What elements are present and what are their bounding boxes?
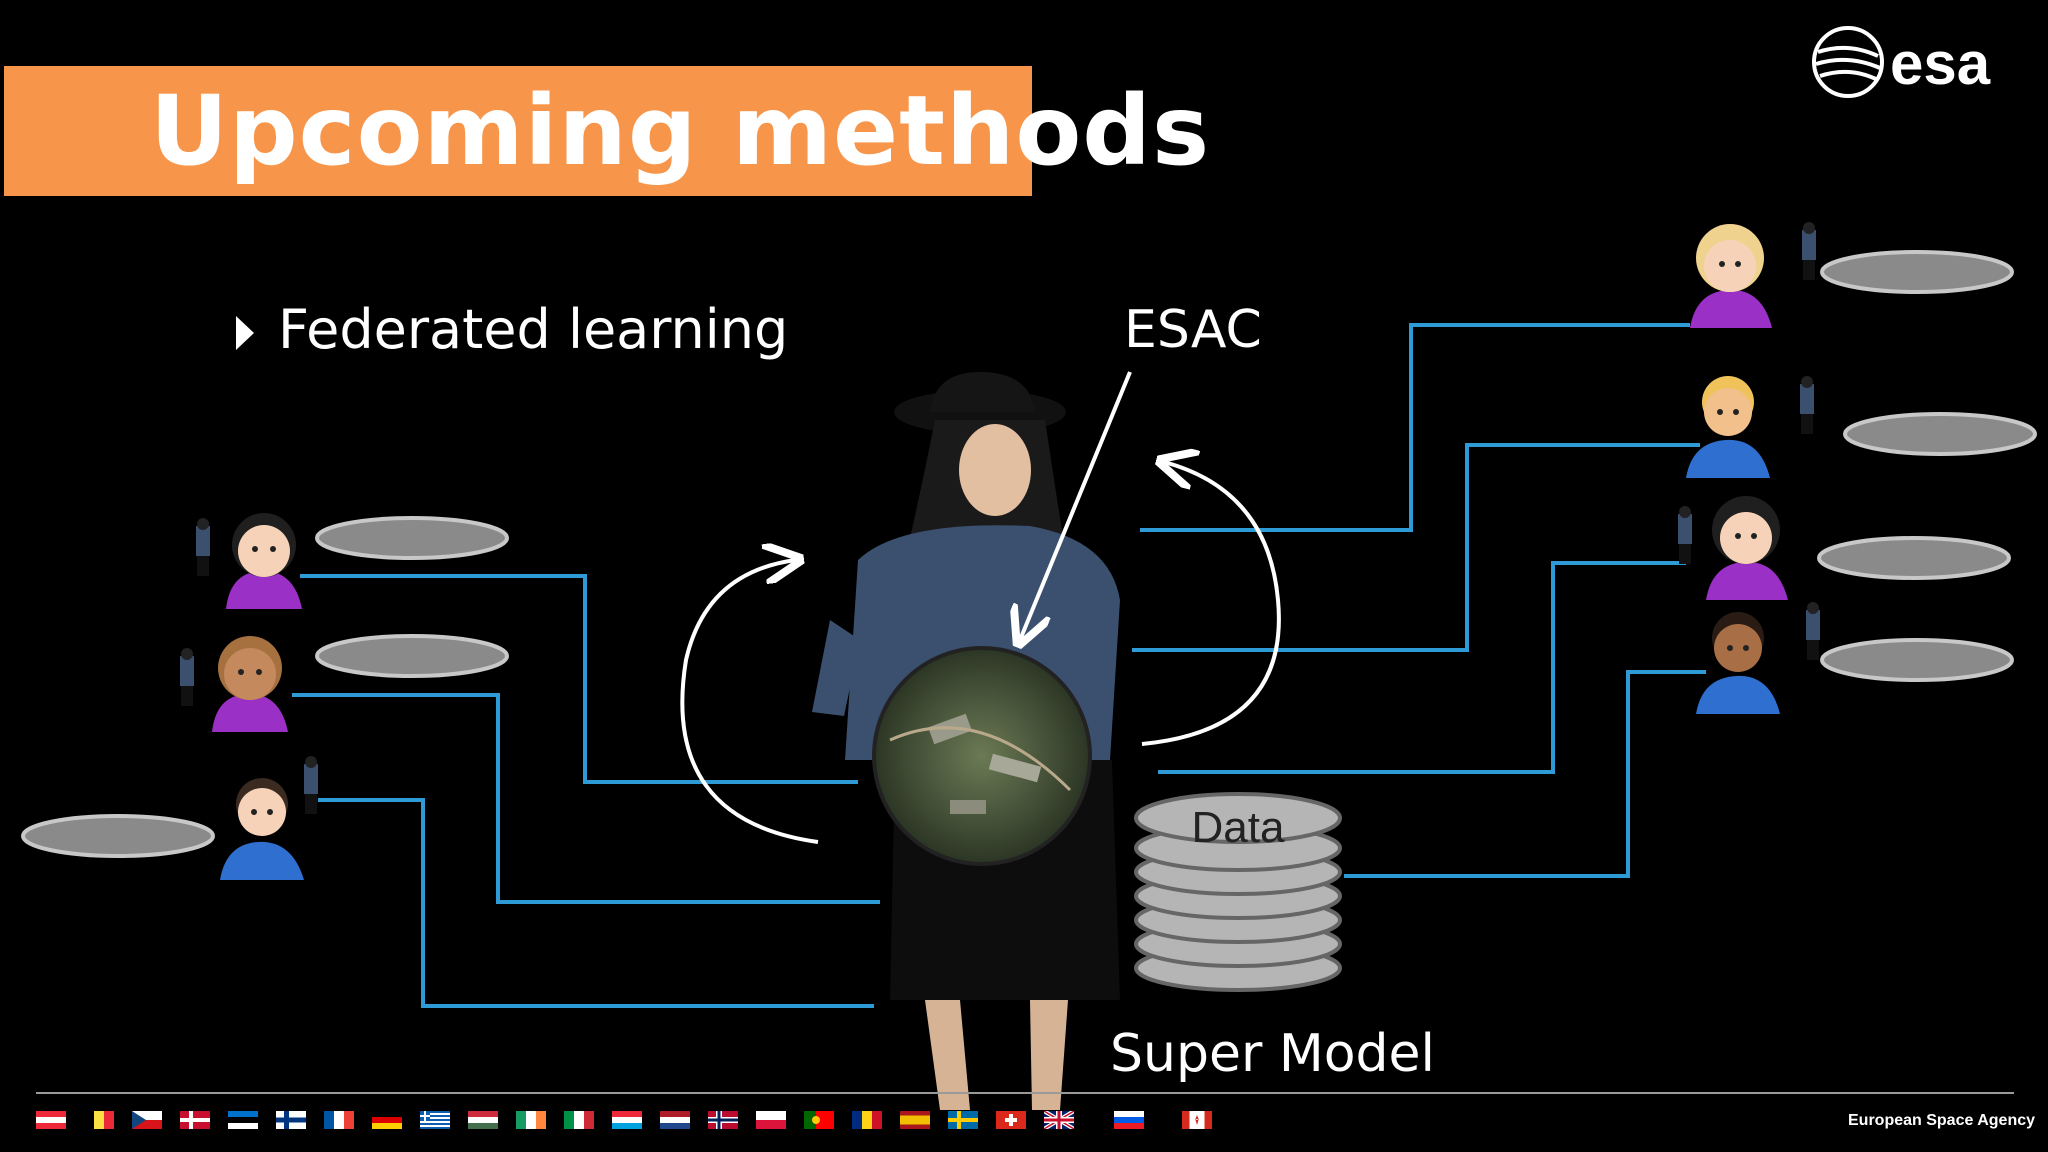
flag-france-icon — [324, 1111, 354, 1129]
data-label: Data — [1192, 803, 1285, 852]
footer-agency-name: European Space Agency — [1848, 1112, 2036, 1129]
footer-divider — [36, 1092, 2014, 1094]
member-state-flags — [36, 1111, 1212, 1129]
flag-romania-icon — [852, 1111, 882, 1129]
flag-spain-icon — [900, 1111, 930, 1129]
flag-netherlands-icon — [660, 1111, 690, 1129]
flag-luxembourg-icon — [612, 1111, 642, 1129]
flag-slovenia-icon — [1114, 1111, 1144, 1129]
flag-italy-icon — [564, 1111, 594, 1129]
connector-line-left-3 — [318, 798, 874, 1008]
connector-lines — [292, 323, 1706, 1008]
gray-oval — [21, 814, 215, 858]
curved-arrow-right-icon — [1141, 462, 1281, 746]
esa-logo-text: esa — [1890, 30, 1991, 97]
mini-figure-icon — [1802, 222, 1816, 280]
bullet-text: Federated learning — [278, 298, 789, 361]
connector-line-right-4 — [1344, 670, 1706, 878]
flag-czech-republic-icon — [132, 1111, 162, 1129]
flag-denmark-icon — [180, 1111, 210, 1129]
person-emoji-right-3 — [1706, 496, 1788, 600]
gray-oval — [1820, 638, 2014, 682]
gray-ovals — [21, 250, 2037, 858]
mini-figure-icon — [196, 518, 210, 576]
flag-norway-icon — [708, 1111, 738, 1129]
flag-greece-icon — [420, 1111, 450, 1129]
connector-line-right-3 — [1158, 561, 1686, 774]
flag-germany-icon — [372, 1111, 402, 1129]
person-emoji-left-2 — [212, 636, 288, 732]
flag-estonia-icon — [228, 1111, 258, 1129]
gray-oval — [315, 516, 509, 560]
connector-line-right-1 — [1140, 323, 1690, 532]
gray-oval — [1817, 536, 2011, 580]
gray-oval — [315, 634, 509, 678]
mini-figure-icon — [1806, 602, 1820, 660]
mini-figure-icon — [180, 648, 194, 706]
flag-switzerland-icon — [996, 1111, 1026, 1129]
flag-belgium-icon — [84, 1111, 114, 1129]
esac-label: ESAC — [1124, 300, 1262, 360]
mini-figure-icon — [304, 756, 318, 814]
person-emoji-right-4 — [1696, 612, 1780, 714]
flag-ireland-icon — [516, 1111, 546, 1129]
mini-figure-icon — [1678, 506, 1692, 564]
curved-arrow-left-icon — [680, 560, 819, 844]
flag-poland-icon — [756, 1111, 786, 1129]
gray-oval — [1843, 412, 2037, 456]
flag-hungary-icon — [468, 1111, 498, 1129]
mini-figure-icon — [1800, 376, 1814, 434]
database-stack-icon — [1134, 792, 1342, 992]
flag-finland-icon — [276, 1111, 306, 1129]
esac-aerial-photo — [872, 646, 1092, 866]
person-emoji-left-3 — [220, 778, 304, 880]
title-bar — [4, 66, 1032, 196]
slide-title: Upcoming methods — [150, 75, 1211, 187]
esa-logo-swirl-icon — [1812, 26, 1884, 98]
gray-oval — [1820, 250, 2014, 294]
connector-line-left-1 — [300, 574, 858, 784]
flag-sweden-icon — [948, 1111, 978, 1129]
flag-canada-icon — [1182, 1111, 1212, 1129]
flag-portugal-icon — [804, 1111, 834, 1129]
esac-pointer-arrow-icon — [1020, 371, 1132, 640]
bullet-arrow-icon — [236, 316, 254, 350]
super-model-label: Super Model — [1110, 1024, 1435, 1084]
person-emoji-left-1 — [226, 513, 302, 609]
flag-united-kingdom-icon — [1044, 1111, 1074, 1129]
connector-line-right-2 — [1132, 443, 1700, 652]
person-emoji-right-1 — [1690, 224, 1772, 328]
flag-austria-icon — [36, 1111, 66, 1129]
person-emoji-right-2 — [1686, 376, 1770, 478]
esa-logo: esa — [1808, 22, 2028, 102]
connector-line-left-2 — [292, 693, 880, 904]
